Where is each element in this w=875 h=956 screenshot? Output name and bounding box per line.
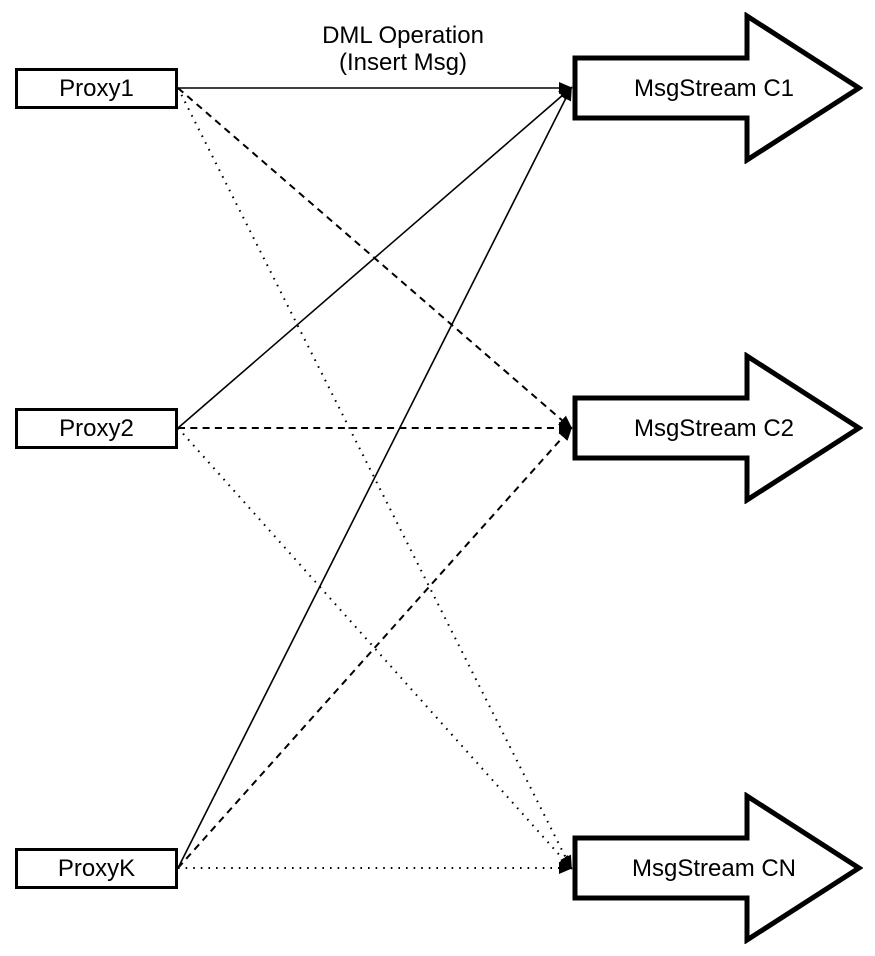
block-arrow-shape — [572, 792, 863, 944]
node-msgstream-c2: MsgStream C2 — [572, 352, 863, 504]
edge-proxy2-c1-solid — [177, 86, 573, 429]
block-arrow-shape — [572, 12, 863, 164]
msgstream-c1-label: MsgStream C1 — [634, 75, 794, 102]
edge-proxyk-c1-solid — [177, 86, 572, 869]
block-arrow-shape — [572, 352, 863, 504]
proxyk-label: ProxyK — [57, 854, 136, 882]
proxy1-label: Proxy1 — [59, 74, 134, 102]
node-proxy2: Proxy2 — [15, 408, 178, 449]
msgstream-c2-label: MsgStream C2 — [634, 415, 794, 442]
node-proxyk: ProxyK — [15, 848, 178, 889]
node-proxy1: Proxy1 — [15, 68, 178, 109]
node-msgstream-cn: MsgStream CN — [572, 792, 863, 944]
node-msgstream-c1: MsgStream C1 — [572, 12, 863, 164]
title-line-1: DML Operation — [322, 22, 484, 49]
title-line-2: (Insert Msg) — [338, 49, 467, 76]
diagram-title: DML Operation (Insert Msg) — [283, 22, 523, 76]
edge-proxy1-cn-dotted — [177, 87, 572, 870]
msgstream-cn-label: MsgStream CN — [632, 855, 796, 882]
proxy2-label: Proxy2 — [59, 414, 134, 442]
